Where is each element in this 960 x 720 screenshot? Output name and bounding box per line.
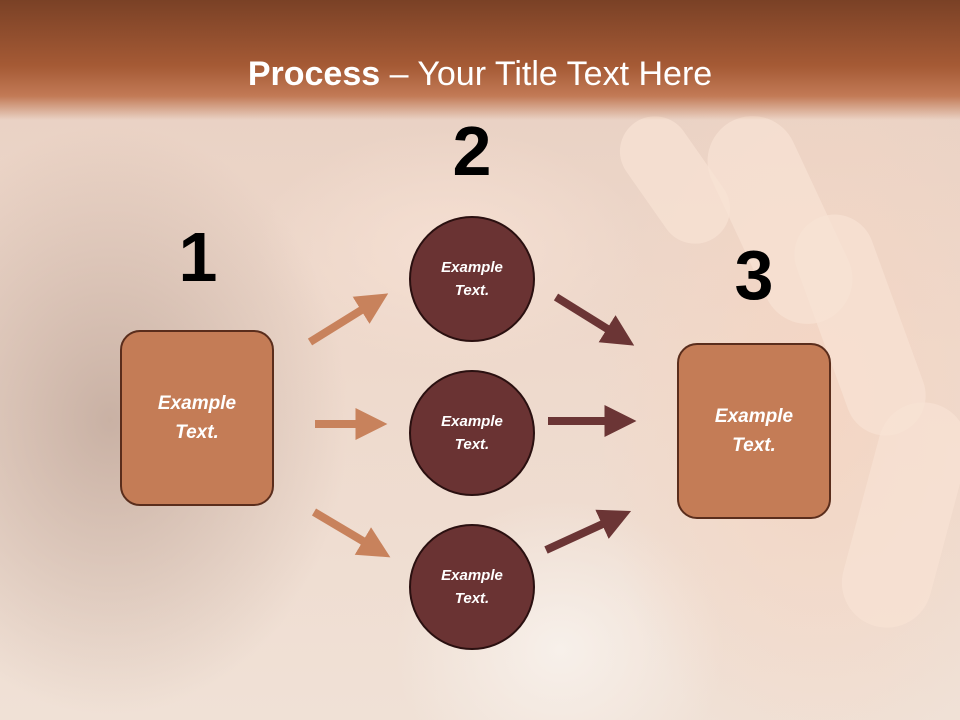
step-number-2: 2 [452, 112, 492, 190]
header-band [0, 0, 960, 120]
step-number-1: 1 [178, 218, 218, 296]
arrow-to-item-3 [311, 508, 391, 558]
step-3-label: Example Text. [714, 406, 794, 456]
step-3-box[interactable]: Example Text. [677, 343, 831, 519]
arrow-from-item-1 [553, 293, 635, 346]
step-number-3: 3 [734, 236, 774, 314]
middle-item-2-label: Example Text. [441, 413, 503, 453]
arrow-to-item-1 [307, 293, 389, 346]
middle-item-1-label: Example Text. [441, 259, 503, 299]
middle-item-3-label: Example Text. [441, 567, 503, 607]
arrow-from-item-3 [544, 509, 632, 554]
step-1-box[interactable]: Example Text. [120, 330, 274, 506]
slide-title: Process – Your Title Text Here [0, 52, 960, 96]
step-1-label: Example Text. [157, 393, 237, 443]
title-rest: – Your Title Text Here [380, 55, 713, 93]
middle-item-3[interactable]: Example Text. [409, 524, 535, 650]
title-bold: Process [247, 55, 381, 93]
middle-item-2[interactable]: Example Text. [409, 370, 535, 496]
middle-item-1[interactable]: Example Text. [409, 216, 535, 342]
